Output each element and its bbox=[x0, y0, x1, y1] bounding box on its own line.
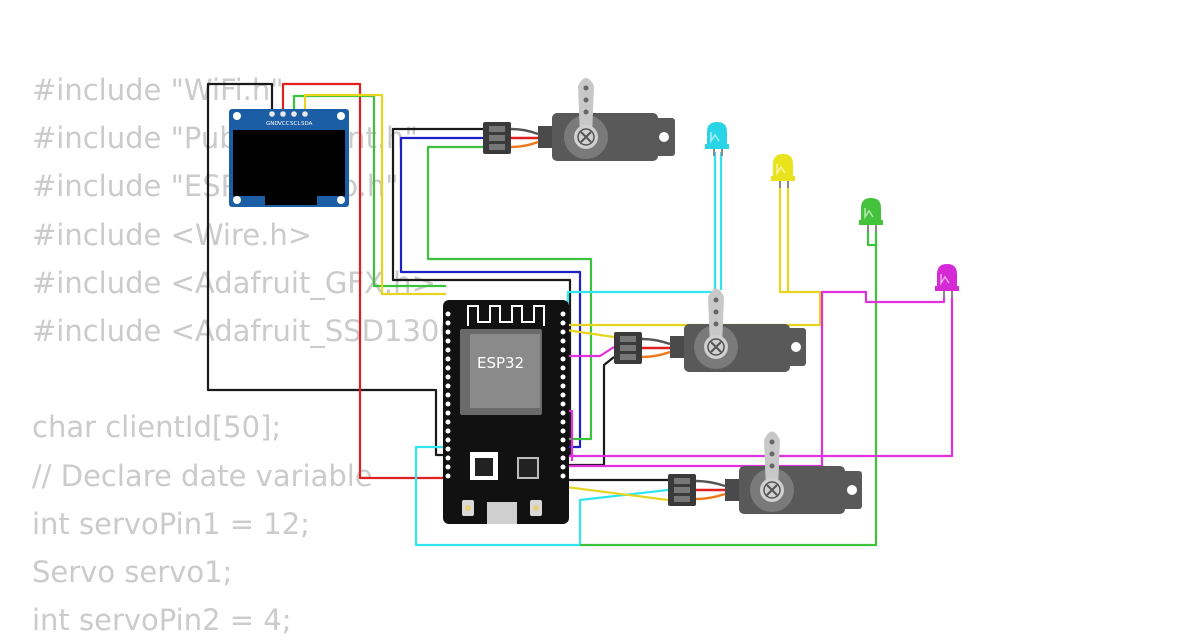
wire-servo3-vcc[interactable] bbox=[578, 488, 669, 545]
led-yellow-body bbox=[773, 154, 793, 178]
oled-pin[interactable] bbox=[302, 111, 308, 117]
esp32-pins-right[interactable] bbox=[560, 311, 566, 479]
wire-led-magenta[interactable] bbox=[566, 290, 946, 468]
servo-motor-2[interactable] bbox=[614, 288, 806, 373]
esp32-board[interactable]: ESP32 bbox=[443, 300, 569, 524]
esp32-pins-left[interactable] bbox=[445, 311, 451, 479]
led-green[interactable] bbox=[859, 198, 883, 232]
usb-port[interactable] bbox=[487, 502, 517, 524]
code-line: #include <Adafruit_GFX.h> bbox=[32, 265, 436, 300]
led-cyan-body bbox=[707, 122, 727, 146]
wire-servo2-vcc[interactable] bbox=[566, 346, 615, 358]
oled-pin[interactable] bbox=[291, 111, 297, 117]
code-line: #include "WiFi.h" bbox=[32, 73, 284, 107]
esp32-chip-label: ESP32 bbox=[477, 354, 524, 372]
wire-servo3-sig[interactable] bbox=[565, 485, 669, 502]
oled-pin-label: SCL bbox=[290, 121, 301, 127]
oled-pin-label: GND bbox=[266, 121, 279, 127]
code-line: // Declare date variable bbox=[32, 458, 373, 493]
circuit-diagram: GND VCC SCL SDA ESP32 bbox=[206, 78, 959, 547]
code-line: #include <Wire.h> bbox=[32, 217, 313, 252]
wire-servo2-sig[interactable] bbox=[565, 328, 615, 339]
wire-led-magenta-b[interactable] bbox=[566, 294, 954, 458]
wire-oled-vcc[interactable] bbox=[281, 82, 446, 480]
led-yellow[interactable] bbox=[771, 154, 795, 188]
led-cyan[interactable] bbox=[705, 122, 729, 156]
wire-oled-gnd[interactable] bbox=[206, 82, 446, 457]
oled-display[interactable]: GND VCC SCL SDA bbox=[229, 109, 349, 207]
code-line: Servo servo1; bbox=[32, 554, 233, 589]
code-line: int servoPin1 = 12; bbox=[32, 506, 310, 541]
antenna-icon bbox=[467, 305, 545, 326]
wire-cyan-bottom[interactable] bbox=[414, 445, 580, 547]
servo-motor-3[interactable] bbox=[668, 431, 862, 515]
oled-pin[interactable] bbox=[280, 111, 286, 117]
oled-pin-label: SDA bbox=[301, 121, 313, 127]
led-green-body bbox=[861, 198, 881, 222]
wire-servo3-gnd[interactable] bbox=[564, 473, 668, 482]
led-magenta-body bbox=[937, 264, 957, 288]
wire-servo1-sig[interactable] bbox=[426, 145, 593, 441]
oled-pin-label: VCC bbox=[278, 121, 290, 127]
servo-motor-1[interactable] bbox=[483, 78, 675, 161]
oled-pin[interactable] bbox=[269, 111, 275, 117]
wire-led-cyan[interactable] bbox=[566, 152, 717, 304]
led-magenta[interactable] bbox=[935, 264, 959, 298]
wires bbox=[206, 82, 954, 547]
wire-led-yellow[interactable] bbox=[564, 184, 822, 330]
wire-servo1-vcc[interactable] bbox=[399, 136, 582, 449]
wire-oled-sda[interactable] bbox=[303, 93, 446, 296]
code-line: char clientId[50]; bbox=[32, 410, 282, 445]
